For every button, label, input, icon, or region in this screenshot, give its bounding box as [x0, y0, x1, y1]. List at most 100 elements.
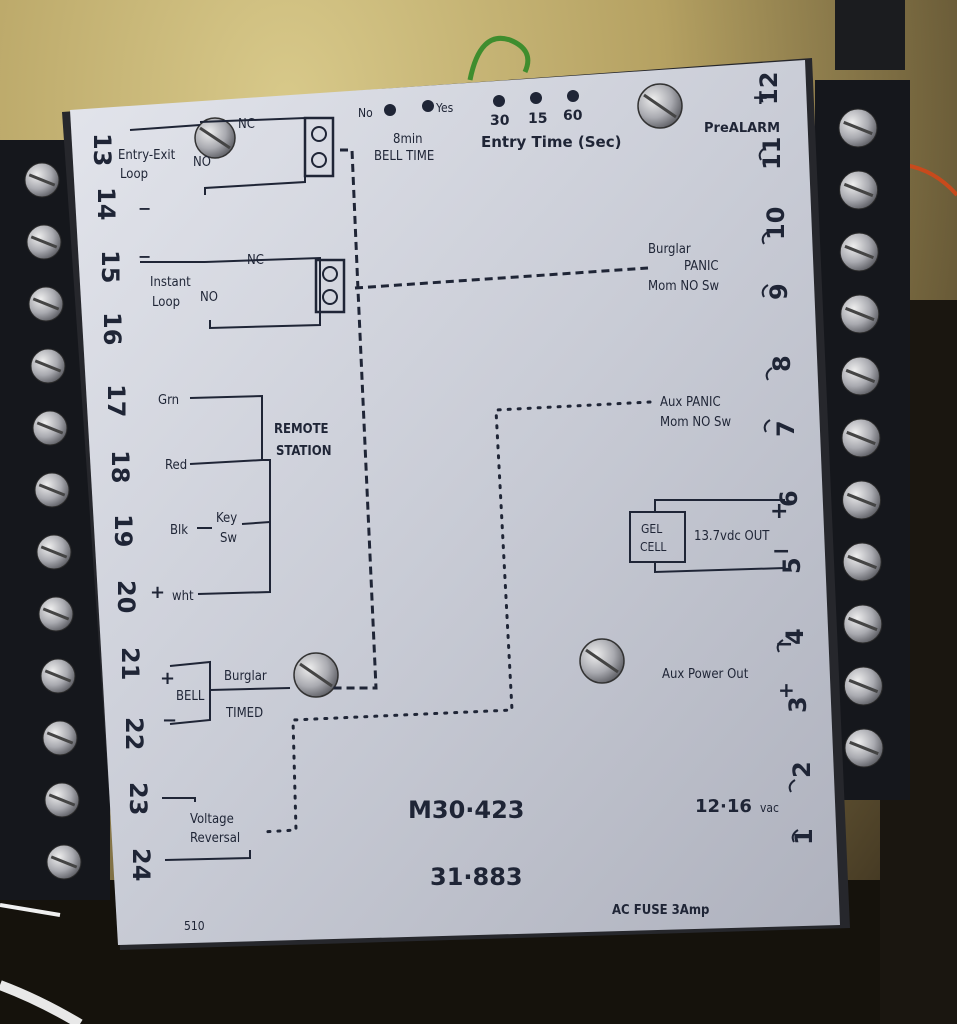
- terminal-17: 17: [102, 384, 130, 417]
- terminal-21: 21: [116, 647, 144, 680]
- left-terminal-screw: [30, 348, 66, 384]
- plus-sign-12: +: [752, 85, 769, 109]
- black-tape-top-right: [835, 0, 905, 70]
- instant-label: Instant: [150, 275, 191, 290]
- right-terminal-screw: [842, 542, 882, 582]
- part-number: 31·883: [430, 863, 523, 891]
- panel-screw-top-left: [194, 117, 236, 159]
- aux-power-out-label: Aux Power Out: [662, 667, 749, 682]
- bell-time-8min-label: 8min: [393, 132, 423, 147]
- cell-label: CELL: [640, 540, 666, 554]
- instant-nc-label: NC: [247, 253, 264, 268]
- bell-label: BELL: [176, 689, 205, 704]
- orange-wire: [904, 163, 957, 197]
- terminal-6: 6: [775, 490, 803, 507]
- alarm-control-panel: [62, 58, 850, 950]
- bell-time-jumper-dots: [384, 100, 434, 116]
- right-terminal-polarity-arcs: [758, 147, 799, 843]
- reversal-label: Reversal: [190, 831, 240, 846]
- remote-label: REMOTE: [274, 422, 329, 437]
- burglar-panic-sw: Mom NO Sw: [648, 279, 719, 294]
- remote-station-labels: Grn Red Blk wht Key Sw REMOTE STATION: [158, 393, 332, 604]
- terminal-19: 19: [109, 514, 137, 547]
- minus-sign-14: −: [138, 199, 151, 218]
- left-terminal-screw: [46, 844, 82, 880]
- aux-panic-label: Aux PANIC: [660, 395, 721, 410]
- key-label: Key: [216, 511, 237, 526]
- terminal-18: 18: [106, 450, 134, 483]
- terminal-10: 10: [762, 207, 790, 240]
- minus-sign-4: −: [775, 632, 793, 657]
- wire-wht-label: wht: [172, 589, 194, 604]
- plus-sign-6: +: [770, 499, 788, 524]
- gel-cell-out-label: 13.7vdc OUT: [694, 529, 770, 544]
- timed-label: TIMED: [225, 706, 263, 721]
- entry-exit-loop-labels: Entry-Exit Loop NC NO: [118, 117, 255, 182]
- station-label: STATION: [276, 444, 332, 459]
- terminal-14: 14: [92, 187, 120, 220]
- bell-time-labels: No Yes 8min BELL TIME: [358, 101, 454, 164]
- entry-time-label: Entry Time (Sec): [481, 133, 621, 151]
- model-number: M30·423: [408, 796, 525, 824]
- terminal-24: 24: [127, 848, 155, 881]
- ac-fuse-label: AC FUSE 3Amp: [612, 903, 709, 918]
- aux-panic-sw: Mom NO Sw: [660, 415, 731, 430]
- right-terminal-screw: [839, 232, 879, 272]
- key-sw-label: Sw: [220, 531, 237, 546]
- entry-exit-label: Entry-Exit: [118, 148, 176, 163]
- minus-sign-22: −: [162, 710, 177, 731]
- terminal-1: 1: [790, 828, 818, 845]
- entry-time-jumper-dots: [493, 90, 579, 107]
- vac-value: 12·16: [695, 796, 752, 817]
- panel-screw-bottom-right: [579, 638, 625, 684]
- entry-time-labels: 30 15 60 Entry Time (Sec): [481, 108, 621, 151]
- panel-screw-top-right: [637, 83, 683, 129]
- left-terminal-screw: [28, 286, 64, 322]
- right-terminal-numbers: 1 2 3 4 5 6 7 8 9 10 11 12: [755, 72, 818, 845]
- left-terminal-screw: [38, 596, 74, 632]
- instant-loop-label: Loop: [152, 295, 180, 310]
- plus-sign-20: +: [150, 582, 165, 603]
- bell-time-no-label: No: [358, 106, 373, 120]
- entry-exit-no-label: NO: [193, 155, 211, 170]
- plus-sign-3: +: [778, 678, 795, 702]
- green-wire: [467, 36, 531, 81]
- terminal-15: 15: [96, 250, 124, 283]
- gel-label: GEL: [641, 522, 662, 536]
- terminal-7: 7: [772, 420, 800, 437]
- dashed-panic-lines: [330, 148, 649, 690]
- right-terminal-screw: [840, 294, 880, 334]
- burglar-panic-burglar: Burglar: [648, 242, 691, 257]
- burglar-bell-label: Burglar: [224, 669, 267, 684]
- entry-exit-loop-label: Loop: [120, 167, 148, 182]
- terminal-12: 12: [755, 72, 783, 105]
- wire-blk-label: Blk: [170, 523, 188, 538]
- panel-code: 510: [184, 919, 205, 933]
- voltage-label: Voltage: [190, 812, 234, 827]
- terminal-16: 16: [98, 312, 126, 345]
- right-terminal-screw: [843, 666, 883, 706]
- right-terminal-screw: [839, 170, 879, 210]
- plus-sign-21: +: [160, 668, 175, 689]
- burglar-panic-labels: Burglar PANIC Mom NO Sw: [648, 242, 719, 294]
- left-terminal-numbers: 13 14 15 16 17 18 19 20 21 22 23 24: [88, 133, 155, 881]
- terminal-22: 22: [120, 717, 148, 750]
- left-terminal-screw: [44, 782, 80, 818]
- left-terminal-screw: [32, 410, 68, 446]
- instant-no-label: NO: [200, 290, 218, 305]
- minus-sign-15: −: [138, 247, 151, 266]
- terminal-13: 13: [88, 133, 116, 166]
- entry-time-60: 60: [563, 108, 583, 124]
- terminal-23: 23: [124, 782, 152, 815]
- right-terminal-screw: [844, 728, 884, 768]
- vac-unit: vac: [760, 801, 779, 815]
- terminal-3: 3: [784, 696, 812, 713]
- entry-time-30: 30: [490, 113, 510, 129]
- terminal-5: 5: [778, 557, 806, 574]
- terminal-2: 2: [788, 761, 816, 778]
- bell-time-label: BELL TIME: [374, 149, 434, 164]
- right-terminal-screw: [838, 108, 878, 148]
- voltage-reversal-labels: Voltage Reversal: [190, 812, 240, 846]
- terminal-8: 8: [768, 355, 796, 372]
